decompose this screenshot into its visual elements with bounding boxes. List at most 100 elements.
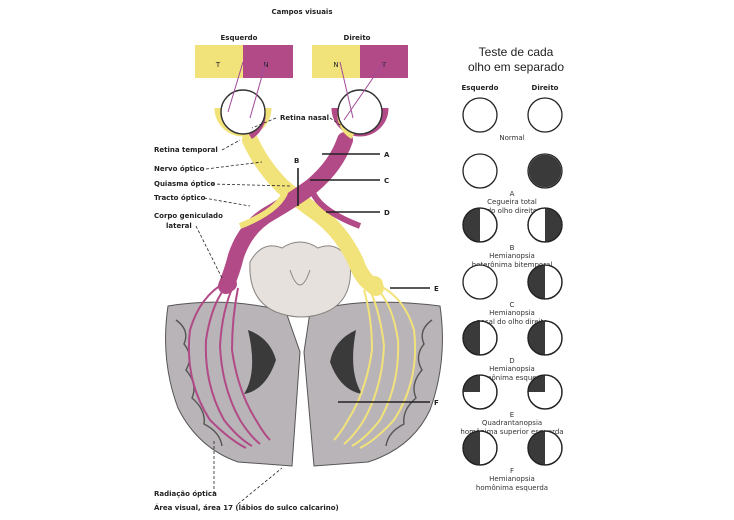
test-B-left-eye-blind-area <box>463 208 480 242</box>
test-F-right-eye-outline-top <box>527 430 563 466</box>
left-field-nasal-letter: N <box>263 61 268 69</box>
right-field-temporal-box <box>360 45 408 78</box>
test-D-caption-line1: Hemianopsia <box>489 365 535 373</box>
leader-quiasma-optico <box>211 183 291 187</box>
test-A-caption-line2: do olho direito <box>487 207 538 215</box>
test-C-right-eye-blind-area <box>528 265 545 299</box>
test-A-caption-line1: Cegueira total <box>487 198 537 206</box>
lesion-letter-B: B <box>294 157 299 165</box>
leader-tracto-optico <box>203 197 251 207</box>
test-normal-right-eye-outline <box>527 97 563 133</box>
test-D-letter: D <box>509 357 514 365</box>
right-radiation-1 <box>359 283 417 449</box>
right-field-temporal-letter: T <box>381 61 387 69</box>
test-normal-left-eye <box>462 97 498 133</box>
label-tracto-optico: Tracto óptico <box>154 194 206 202</box>
label-retina-nasal: Retina nasal <box>280 114 329 122</box>
left-field-nasal-box <box>243 45 293 78</box>
optic-pathway <box>187 132 417 449</box>
test-A-left-eye <box>462 153 498 189</box>
left-field-temporal-box <box>195 45 243 78</box>
test-E-right-eye <box>527 374 563 410</box>
left-eye-circle <box>220 89 266 135</box>
test-normal-left-eye-outline <box>462 97 498 133</box>
leader-nervo-optico <box>205 161 263 170</box>
left-lateral-geniculate <box>219 276 237 292</box>
yellow-nerve-tract <box>242 132 384 296</box>
right-eye-label: Direito <box>344 34 371 42</box>
lesion-letter-A: A <box>384 151 390 159</box>
left-field-temporal-letter: T <box>215 61 221 69</box>
brainstem <box>249 241 351 318</box>
test-D-left-eye-blind-area <box>463 321 480 355</box>
test-C-caption-line1: Hemianopsia <box>489 309 535 317</box>
test-D-left-eye <box>462 320 498 356</box>
right-visual-field: N T <box>312 45 408 78</box>
right-occipital-lobe <box>303 301 443 467</box>
test-A-right-eye <box>527 153 563 189</box>
test-B-right-eye <box>527 207 563 243</box>
test-C-caption-line2: nasal do olho direito <box>476 318 547 326</box>
label-radiacao-optica: Radiação óptica <box>154 490 217 498</box>
right-field-nasal-letter: N <box>333 61 338 69</box>
right-radiation-4 <box>333 289 374 441</box>
test-D-caption-line2: homônima esquerda <box>476 374 548 382</box>
right-eyeball <box>331 61 389 139</box>
test-B-letter: B <box>510 244 515 252</box>
test-E-caption-line1: Quadrantanopsia <box>482 419 542 427</box>
leader-retina-temporal <box>221 139 241 151</box>
right-gyri-line <box>385 319 433 447</box>
test-E-left-eye-outline-top <box>462 374 498 410</box>
leader-retina-nasal-left <box>251 117 277 129</box>
right-lateral-geniculate <box>365 276 383 292</box>
test-C-right-eye <box>527 264 563 300</box>
test-F-left-eye-outline-top <box>462 430 498 466</box>
left-radiation-3 <box>218 283 261 445</box>
test-C-left-eye <box>462 264 498 300</box>
test-D-right-eye-outline-top <box>527 320 563 356</box>
test-A-right-eye-blind-area <box>528 154 562 188</box>
left-eye-ray-nasal <box>249 61 267 119</box>
test-normal-caption-line1: Normal <box>499 134 524 142</box>
test-E-left-eye <box>462 374 498 410</box>
test-C-letter: C <box>510 301 515 309</box>
right-field-nasal-box <box>312 45 360 78</box>
lesion-letter-F: F <box>434 399 439 407</box>
test-F-left-eye <box>462 430 498 466</box>
test-F-right-eye-blind-area <box>528 431 545 465</box>
brainstem-groove <box>289 269 311 286</box>
figure-title: Campos visuais <box>272 8 333 16</box>
test-F-left-eye-blind-area <box>463 431 480 465</box>
test-B-left-eye <box>462 207 498 243</box>
left-visual-field: T N <box>195 45 293 78</box>
label-retina-temporal: Retina temporal <box>154 146 218 154</box>
test-B-caption-line2: heterônima bitemporal <box>472 261 553 269</box>
lesion-letter-E: E <box>434 285 439 293</box>
label-corpo-geniculado: Corpo geniculado <box>154 212 223 220</box>
test-C-right-eye-outline-top <box>527 264 563 300</box>
test-E-left-eye-blind-area <box>463 375 480 392</box>
label-quiasma-optico: Quiasma óptico <box>154 180 215 188</box>
test-F-right-eye <box>527 430 563 466</box>
test-F-caption-line2: homônima esquerda <box>476 484 548 492</box>
label-nervo-optico: Nervo óptico <box>154 165 205 173</box>
lesion-letter-C: C <box>384 177 389 185</box>
test-E-right-eye-outline-top <box>527 374 563 410</box>
tests-col-left: Esquerdo <box>462 84 499 92</box>
occipital-cortex <box>165 301 443 467</box>
test-B-caption-line1: Hemianopsia <box>489 252 535 260</box>
left-temporal-fibers <box>238 188 289 229</box>
leader-retina-nasal-right <box>329 117 346 129</box>
right-eye-ray-temporal <box>343 61 385 121</box>
lesion-letter-D: D <box>384 209 390 217</box>
test-normal-right-eye <box>527 97 563 133</box>
label-corpo-geniculado-lateral: lateral <box>166 222 192 230</box>
test-C-left-eye-outline <box>462 264 498 300</box>
label-area-visual: Área visual, área 17 (lábios do sulco ca… <box>154 503 339 512</box>
left-eye-ray-temporal <box>227 61 244 113</box>
right-eye-ray-nasal <box>339 61 354 119</box>
left-radiation-2 <box>204 281 253 447</box>
leader-area-visual <box>237 467 283 505</box>
